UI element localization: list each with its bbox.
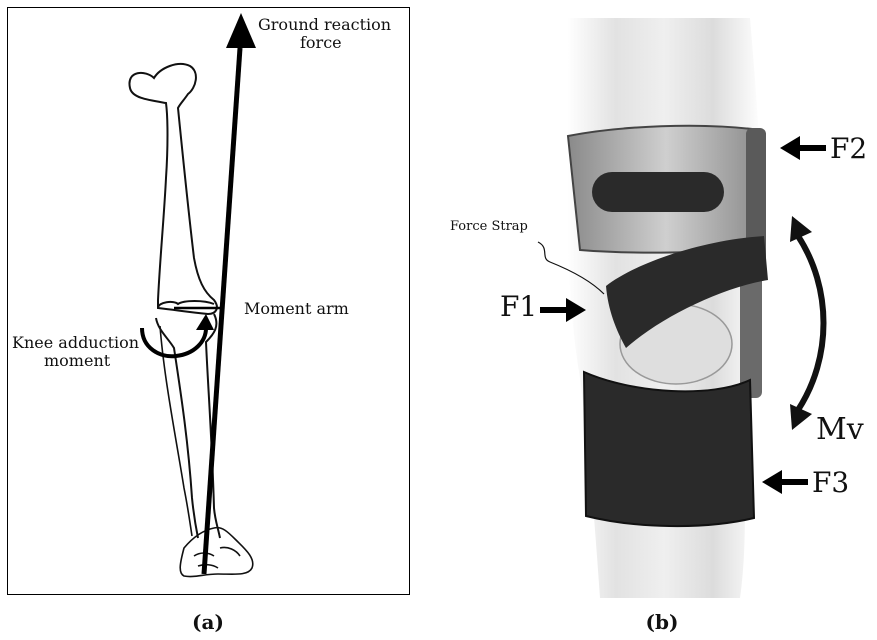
- knee-adduction-label-line1: Knee adduction: [12, 334, 139, 352]
- lower-cuff: [584, 372, 754, 526]
- knee-adduction-label-line2: moment: [12, 352, 139, 370]
- ground-reaction-force-label: Ground reaction force: [258, 16, 391, 52]
- mv-label: Mv: [816, 414, 864, 446]
- f1-label: F1: [500, 292, 537, 322]
- knee-adduction-moment-arrowhead: [196, 314, 214, 330]
- force-strap-label: Force Strap: [450, 218, 528, 236]
- mv-arc: [798, 236, 824, 410]
- moment-arm-label: Moment arm: [244, 300, 349, 318]
- upper-cuff-padding: [592, 172, 724, 212]
- brace-hinge-lower: [740, 268, 762, 398]
- knee-brace-illustration: [420, 18, 875, 598]
- caption-a: (a): [178, 610, 238, 634]
- panel-a-leg-diagram: Ground reaction force Moment arm Knee ad…: [7, 7, 410, 595]
- grf-label-line1: Ground reaction: [258, 16, 391, 34]
- ground-reaction-force-arrowhead: [226, 13, 256, 48]
- grf-label-line2: force: [258, 34, 391, 52]
- f2-label: F2: [830, 134, 867, 164]
- f3-arrowhead: [762, 470, 782, 494]
- ground-reaction-force-line: [204, 48, 240, 574]
- panel-b-knee-brace-photo: Force Strap F1 F2 F3 Mv: [420, 18, 875, 598]
- f3-label: F3: [812, 468, 849, 498]
- knee-adduction-moment-label: Knee adduction moment: [12, 334, 139, 370]
- femur-outline: [129, 64, 216, 314]
- caption-b: (b): [632, 610, 692, 634]
- leg-bones-drawing: [8, 8, 409, 594]
- f2-arrowhead: [780, 136, 800, 160]
